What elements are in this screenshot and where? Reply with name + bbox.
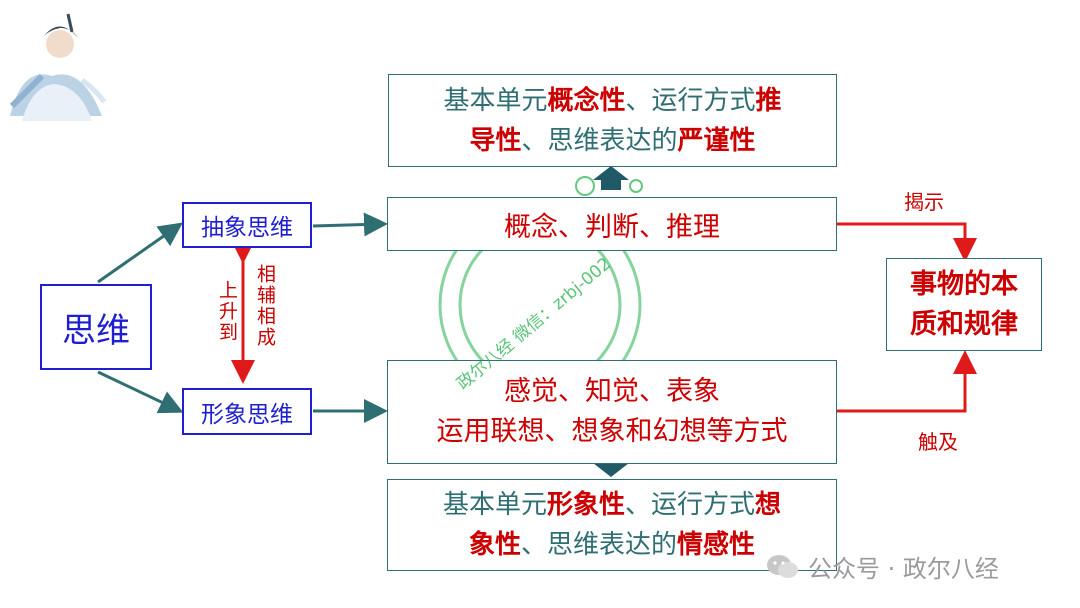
- touch-label: 触及: [918, 430, 958, 454]
- image-thinking-label: 形象思维: [201, 401, 293, 428]
- arrow-to-concept: [312, 212, 388, 237]
- complement-label: 相辅相成: [254, 264, 276, 348]
- footer-text: 公众号 · 政尔八经: [808, 555, 999, 583]
- thinking-label: 思维: [62, 310, 130, 351]
- essence-line1: 事物的本: [910, 268, 1018, 300]
- arrow-touch: [836, 350, 977, 413]
- abstract-traits-box: 基本单元概念性、运行方式推 导性、思维表达的严谨性: [388, 74, 837, 167]
- abstract-thinking-label: 抽象思维: [201, 215, 293, 241]
- reveal-label: 揭示: [904, 190, 944, 214]
- perception-box: 感觉、知觉、表象 运用联想、想象和幻想等方式: [387, 360, 837, 464]
- up-block-arrow: [593, 166, 629, 190]
- abstract-traits-line1: 基本单元概念性、运行方式推: [443, 85, 782, 116]
- essence-line2: 质和规律: [910, 308, 1018, 340]
- arrow-reveal: [836, 222, 977, 262]
- image-traits-box: 基本单元形象性、运行方式想 象性、思维表达的情感性: [387, 479, 837, 571]
- deco-circle: [575, 176, 595, 196]
- essence-box: 事物的本 质和规律: [886, 258, 1042, 351]
- perception-line1: 感觉、知觉、表象: [504, 376, 720, 407]
- image-traits-line2: 象性、思维表达的情感性: [468, 530, 756, 560]
- concept-box: 概念、判断、推理: [387, 197, 837, 251]
- footer-brand: 公众号 · 政尔八经: [766, 549, 999, 584]
- arrow-to-abstract: [97, 222, 183, 284]
- wechat-logo-icon: [767, 554, 798, 578]
- abstract-traits-line2: 导性、思维表达的严谨性: [469, 125, 756, 156]
- character-illustration: [2, 6, 107, 126]
- deco-circle: [629, 179, 643, 193]
- rise-label: 上升到: [216, 280, 238, 343]
- arrow-to-image: [97, 370, 184, 414]
- concept-label: 概念、判断、推理: [504, 211, 720, 243]
- abstract-thinking-box: 抽象思维: [182, 202, 312, 248]
- image-traits-line1: 基本单元形象性、运行方式想: [442, 490, 782, 520]
- thinking-box: 思维: [40, 284, 152, 370]
- perception-line2: 运用联想、想象和幻想等方式: [436, 416, 788, 447]
- image-thinking-box: 形象思维: [182, 388, 312, 435]
